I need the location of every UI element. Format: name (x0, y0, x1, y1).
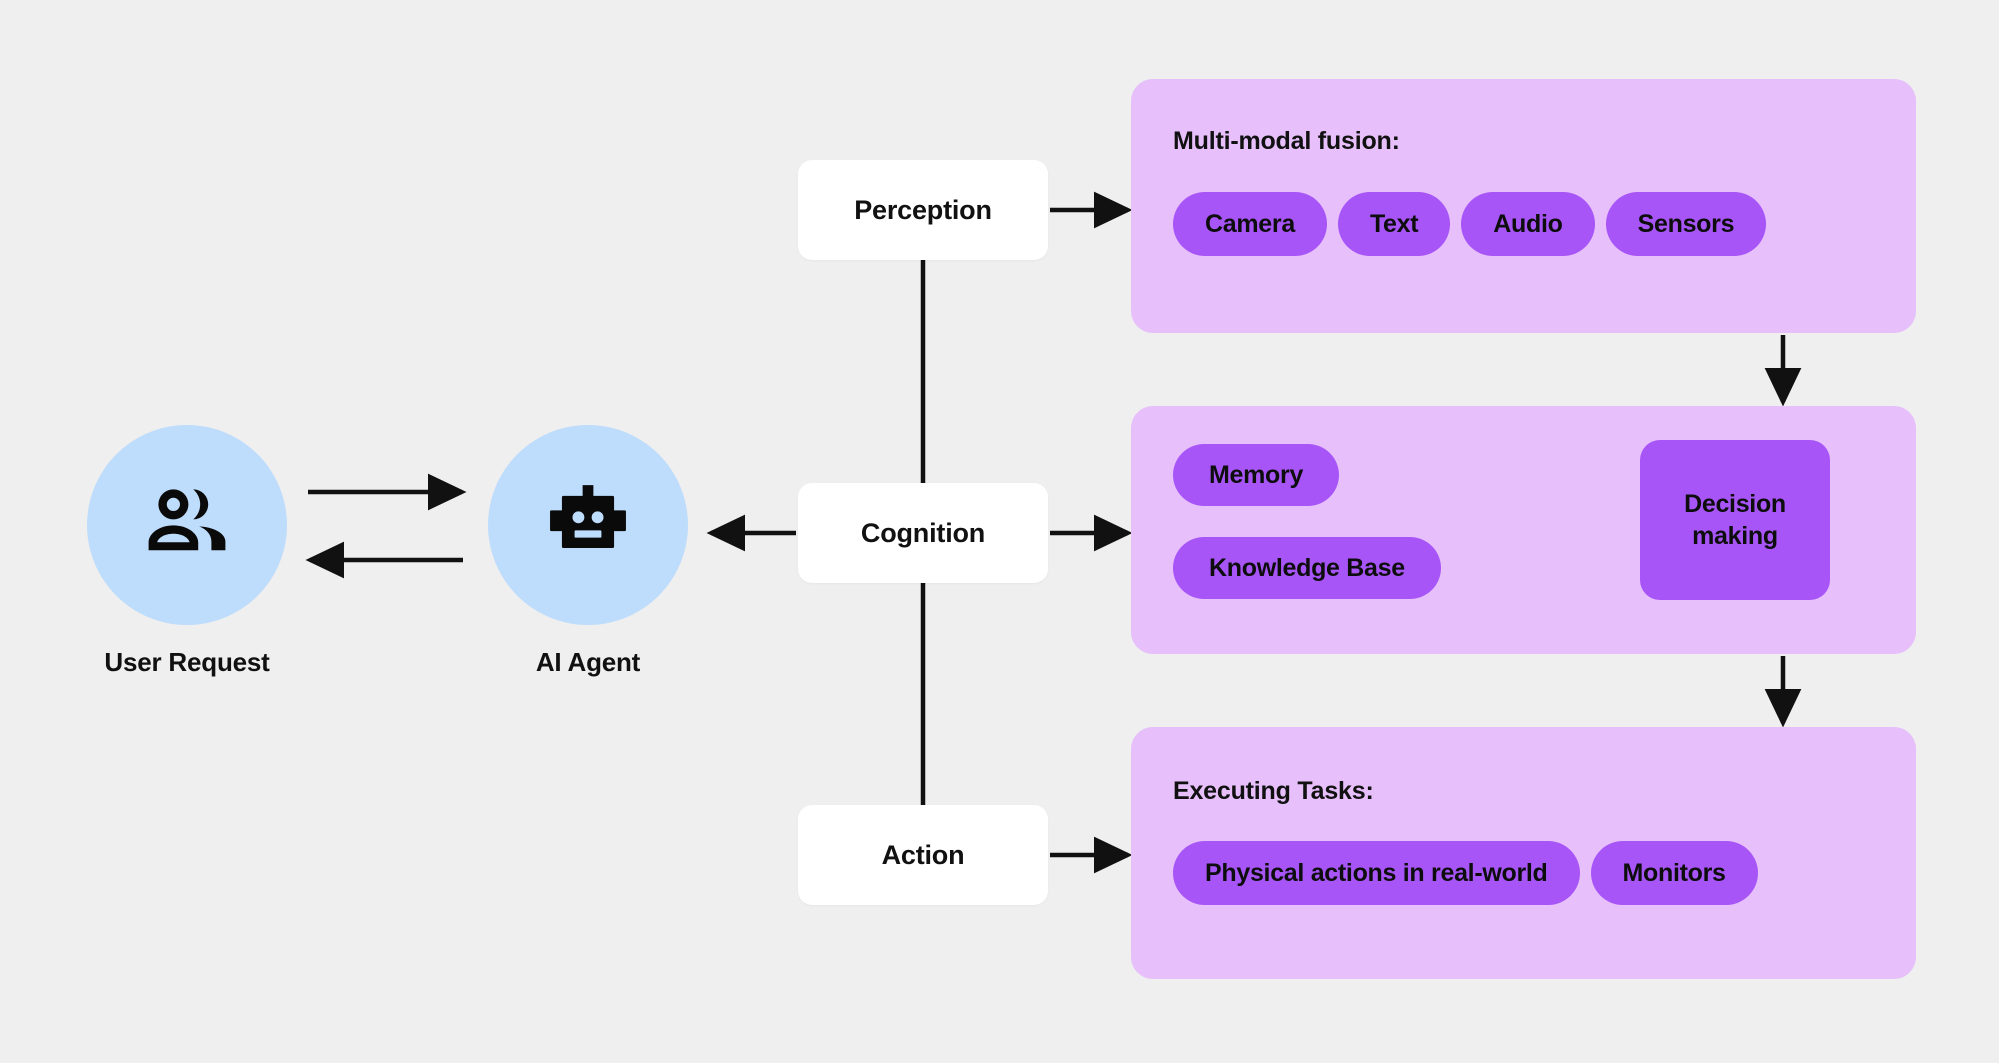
decision-making-line-2: making (1692, 522, 1778, 550)
pill-physical-actions[interactable]: Physical actions in real-world (1173, 841, 1580, 905)
ai-agent-node[interactable]: AI Agent (488, 425, 688, 678)
user-request-label: User Request (104, 647, 270, 677)
pill-knowledge-base[interactable]: Knowledge Base (1173, 537, 1441, 599)
stage-perception[interactable]: Perception (798, 160, 1048, 260)
ai-agent-label: AI Agent (535, 647, 641, 677)
users-icon (139, 477, 235, 573)
stage-cognition[interactable]: Cognition (798, 483, 1048, 583)
panel-action-title: Executing Tasks: (1173, 777, 1374, 805)
pill-monitors[interactable]: Monitors (1590, 841, 1758, 905)
ai-agent-avatar-disc (488, 425, 688, 625)
pill-memory[interactable]: Memory (1173, 444, 1340, 506)
pill-camera[interactable]: Camera (1173, 192, 1327, 256)
box-decision-making[interactable]: Decision making (1640, 440, 1830, 600)
decision-making-line-1: Decision (1684, 490, 1786, 518)
panel-perception-title: Multi-modal fusion: (1173, 127, 1400, 155)
panel-cognition: Memory Knowledge Base Decision making (1131, 406, 1916, 654)
pill-sensors[interactable]: Sensors (1605, 192, 1767, 256)
robot-icon (542, 479, 634, 571)
action-pill-row: Physical actions in real-world Monitors (1173, 841, 1758, 905)
user-avatar-disc (87, 425, 287, 625)
pill-text[interactable]: Text (1337, 192, 1451, 256)
pill-audio[interactable]: Audio (1461, 192, 1595, 256)
user-request-node[interactable]: User Request (87, 425, 287, 678)
panel-perception: Multi-modal fusion: Camera Text Audio Se… (1131, 79, 1916, 333)
stage-action[interactable]: Action (798, 805, 1048, 905)
panel-action: Executing Tasks: Physical actions in rea… (1131, 727, 1916, 979)
perception-pill-row: Camera Text Audio Sensors (1173, 192, 1767, 256)
